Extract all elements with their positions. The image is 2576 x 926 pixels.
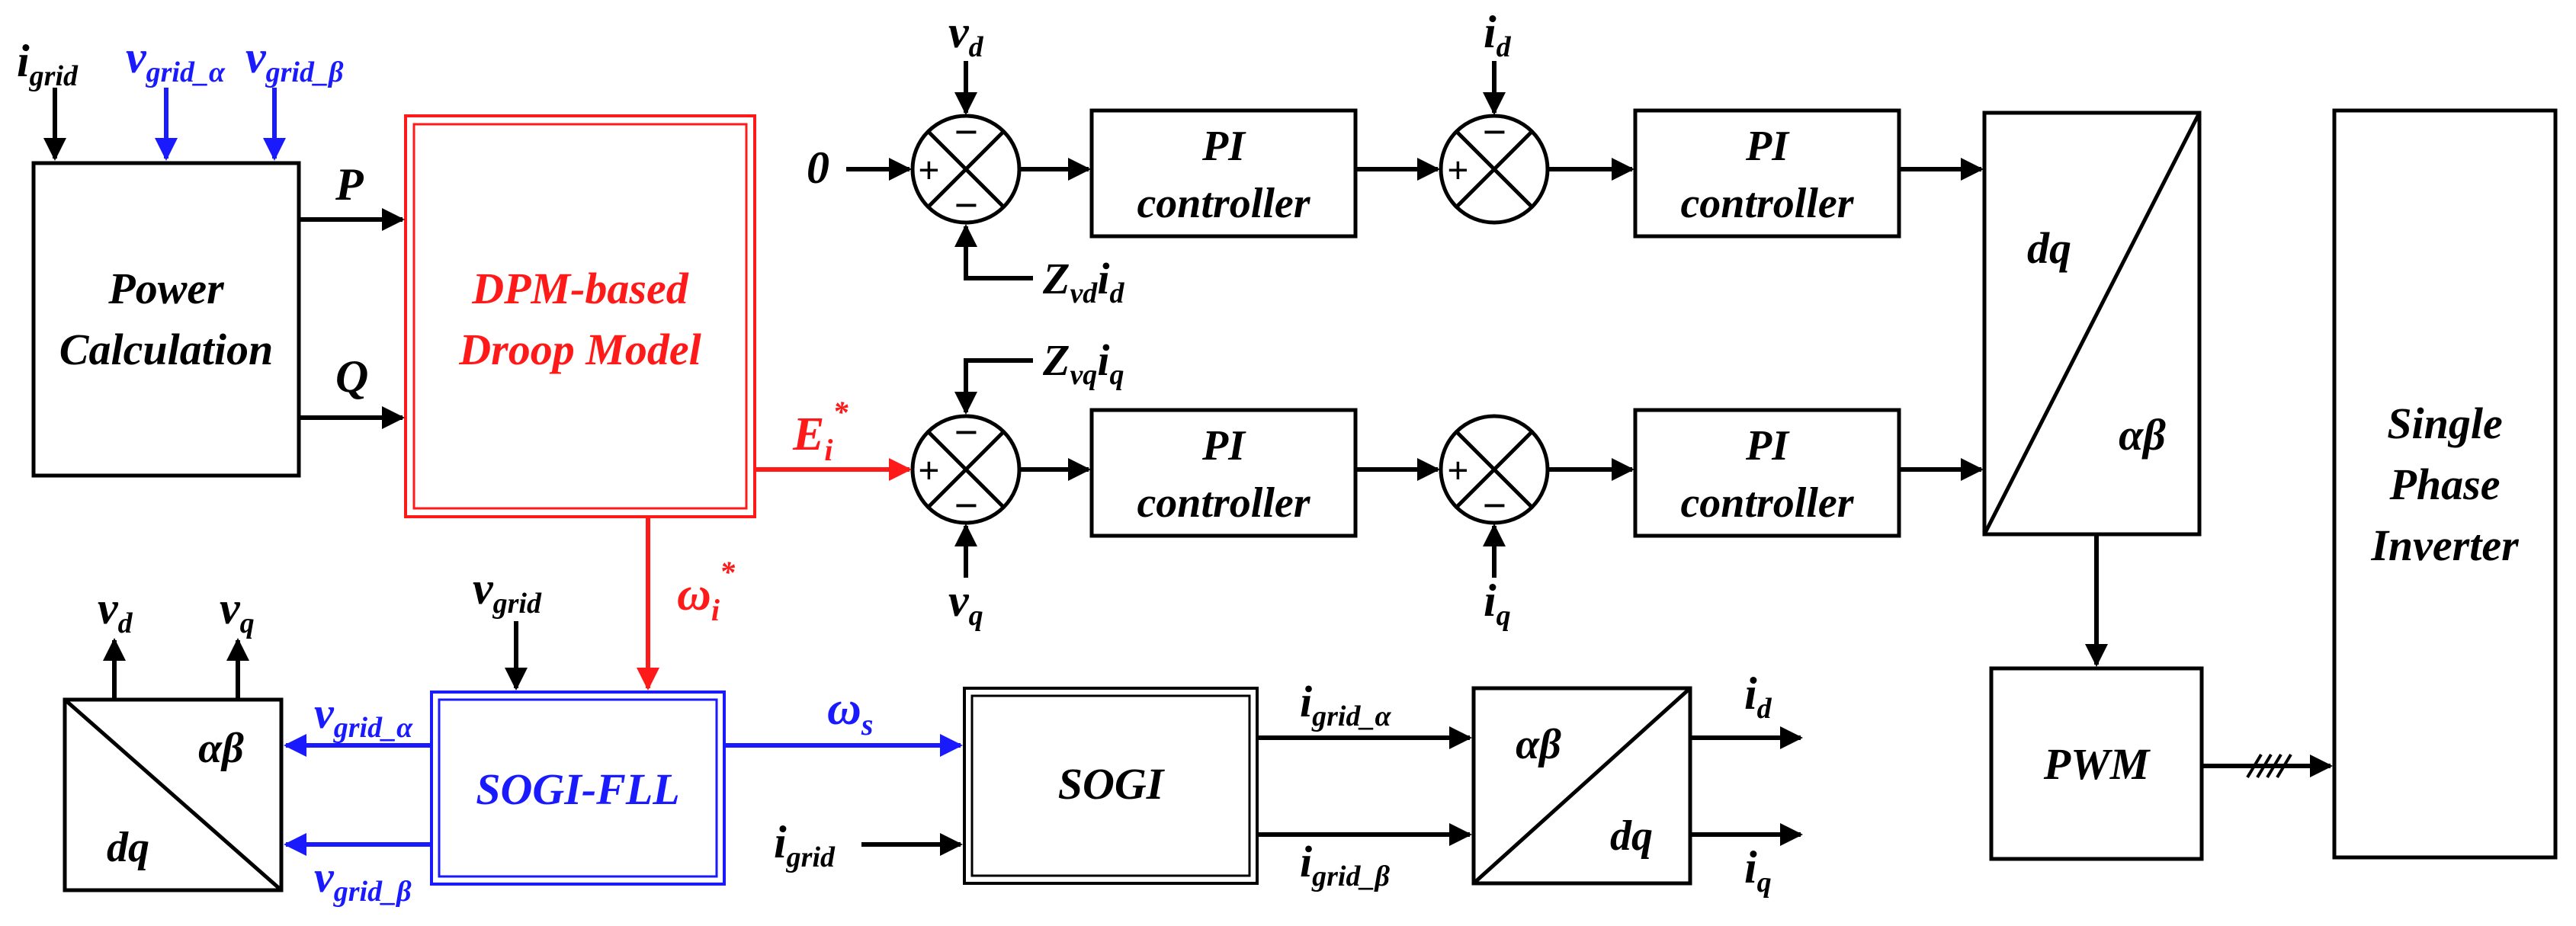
arrow-zvd-id	[954, 224, 1033, 280]
sogi-block: SOGI	[963, 687, 1259, 885]
sogi-fll-block: SOGI-FLL	[430, 690, 726, 886]
minus-sign: −	[953, 409, 979, 457]
minus-sign: −	[1481, 109, 1507, 156]
sogi-fll-label: SOGI-FLL	[476, 764, 679, 814]
single-phase-inverter-block: Single Phase Inverter	[2332, 108, 2558, 860]
inverter-label-3: Inverter	[2370, 521, 2519, 570]
inverter-label-1: Single	[2387, 399, 2503, 448]
sum-junction-q-outer: + − −	[910, 409, 1022, 530]
inverter-label-2: Phase	[2389, 460, 2501, 509]
minus-sign: −	[953, 182, 979, 229]
dq-label: dq	[1610, 812, 1653, 860]
alphabeta-label: αβ	[1516, 721, 1561, 768]
label-i-d-top: id	[1484, 7, 1512, 63]
minus-sign: −	[953, 482, 979, 530]
label-i-q-bottom: iq	[1484, 575, 1511, 632]
label-i-d-out: id	[1744, 668, 1772, 725]
label-v-grid-alpha-out: vgrid_α	[314, 688, 413, 744]
power-calc-label-1: Power	[107, 264, 224, 313]
pi-label: PI	[1201, 123, 1246, 170]
label-v-d-top: vd	[948, 7, 984, 63]
arrow-zvq-iq	[954, 358, 1033, 415]
sogi-label: SOGI	[1058, 759, 1166, 809]
label-zvq-iq: Zvqiq	[1042, 335, 1124, 391]
alphabeta-label: αβ	[198, 725, 244, 772]
label-v-grid: vgrid	[473, 563, 542, 620]
power-calculation-block: Power Calculation	[31, 161, 301, 478]
label-i-q-out: iq	[1744, 842, 1772, 899]
power-calc-label-2: Calculation	[59, 325, 273, 374]
pi-sub-label: controller	[1137, 479, 1310, 527]
pi-sub-label: controller	[1680, 180, 1854, 227]
label-q: Q	[335, 351, 368, 402]
dq-label: dq	[2027, 223, 2071, 273]
label-omega-s: ωs	[827, 683, 873, 742]
pi-controller-d-outer: PI controller	[1089, 108, 1358, 239]
label-i-grid-sogi: igrid	[774, 817, 836, 873]
plus-sign: +	[1447, 149, 1469, 191]
dq-to-alphabeta-block: dq αβ	[1982, 111, 2202, 537]
label-v-grid-alpha: vgrid_α	[126, 32, 226, 88]
label-v-q-bottom: vq	[948, 575, 983, 632]
label-i-grid-alpha: igrid_α	[1300, 677, 1391, 732]
label-e-star: Ei*	[792, 395, 849, 467]
droop-label-1: DPM-based	[471, 264, 689, 313]
sum-junction-q-inner: + −	[1439, 414, 1550, 530]
pi-sub-label: controller	[1137, 180, 1310, 227]
droop-model-block: DPM-based Droop Model	[404, 114, 756, 518]
label-i-grid: igrid	[17, 36, 79, 92]
pwm-label: PWM	[2043, 739, 2151, 789]
label-v-grid-beta-out: vgrid_β	[314, 852, 412, 908]
pi-controller-q-inner: PI controller	[1633, 408, 1901, 538]
minus-sign: −	[953, 109, 979, 156]
alphabeta-to-dq-right-block: αβ dq	[1471, 686, 1692, 886]
pi-label: PI	[1201, 422, 1246, 469]
sum-junction-d-inner: + −	[1439, 109, 1550, 225]
plus-sign: +	[918, 149, 940, 191]
label-v-d-left: vd	[98, 583, 133, 639]
plus-sign: +	[1447, 449, 1469, 492]
plus-sign: +	[918, 449, 940, 492]
pi-controller-d-inner: PI controller	[1633, 108, 1901, 239]
droop-label-2: Droop Model	[458, 325, 701, 374]
pi-sub-label: controller	[1680, 479, 1854, 527]
alphabeta-label: αβ	[2119, 410, 2166, 460]
multi-line-slashes	[2246, 753, 2292, 779]
dq-label: dq	[107, 824, 149, 871]
sum-junction-d-outer: + − −	[910, 109, 1022, 229]
pi-controller-q-outer: PI controller	[1089, 408, 1358, 538]
label-v-grid-beta: vgrid_β	[245, 32, 344, 88]
label-omega-star: ωi*	[677, 555, 736, 627]
label-zvd-id: Zvdid	[1042, 254, 1124, 309]
label-v-q-left: vq	[220, 583, 255, 639]
alphabeta-to-dq-left-block: αβ dq	[63, 697, 284, 892]
label-zero: 0	[807, 143, 829, 193]
label-p: P	[335, 159, 364, 210]
minus-sign: −	[1481, 482, 1507, 530]
pi-label: PI	[1745, 123, 1790, 170]
pwm-block: PWM	[1989, 666, 2204, 861]
pi-label: PI	[1745, 422, 1790, 469]
label-i-grid-beta: igrid_β	[1300, 837, 1390, 892]
